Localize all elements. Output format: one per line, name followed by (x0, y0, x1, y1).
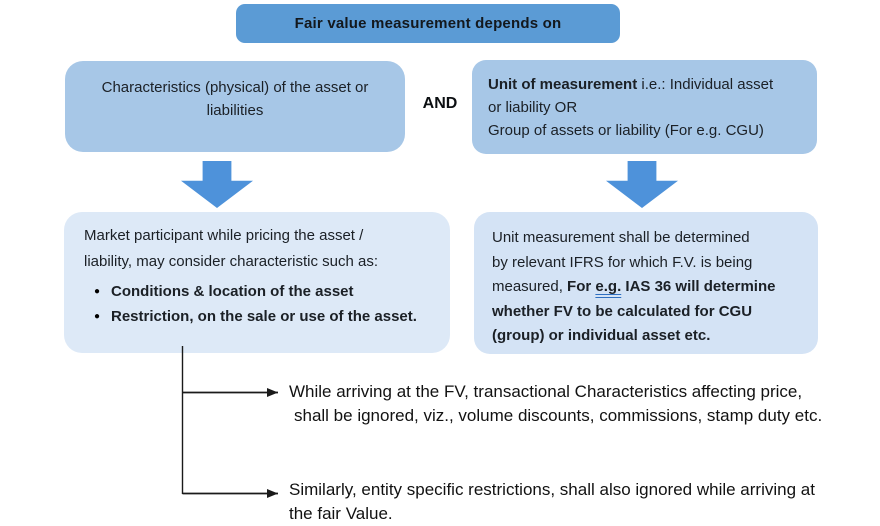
characteristic-bullet-list: ● Conditions & location of the asset ● R… (84, 280, 436, 329)
title-box: Fair value measurement depends on (236, 4, 620, 43)
unit-det-line3: measured, For e.g. IAS 36 will determine (492, 278, 776, 295)
down-arrow-icon (606, 161, 678, 208)
bullet-icon: ● (94, 286, 101, 297)
market-intro-line1: Market participant while pricing the ass… (84, 227, 364, 244)
bullet-text: Conditions & location of the asset (111, 283, 354, 300)
unit-determination-box: Unit measurement shall be determined by … (474, 212, 818, 354)
note-line: shall be ignored, viz., volume discounts… (294, 406, 823, 425)
unit-det-line1: Unit measurement shall be determined (492, 229, 750, 246)
unit-of-measurement-box: Unit of measurement i.e.: Individual ass… (472, 60, 817, 154)
entity-restrictions-note: Similarly, entity specific restrictions,… (289, 478, 815, 526)
characteristics-box: Characteristics (physical) of the asset … (65, 61, 405, 152)
market-intro-line2: liability, may consider characteristic s… (84, 253, 378, 270)
note-line: While arriving at the FV, transactional … (289, 382, 803, 401)
unit-box-line2: or liability OR (488, 99, 578, 116)
transactional-characteristics-note: While arriving at the FV, transactional … (289, 380, 822, 428)
bullet-text: Restriction, on the sale or use of the a… (111, 307, 417, 325)
list-item: ● Conditions & location of the asset (84, 280, 436, 305)
unit-det-line5: (group) or individual asset etc. (492, 327, 711, 344)
and-label: AND (422, 95, 458, 112)
market-participant-box: Market participant while pricing the ass… (64, 212, 450, 353)
unit-det-line4: whether FV to be calculated for CGU (492, 302, 753, 320)
note-line: Similarly, entity specific restrictions,… (289, 480, 815, 499)
characteristics-text: Characteristics (physical) of the asset … (101, 79, 369, 119)
underlined-eg: e.g. (595, 278, 622, 295)
unit-box-line3: Group of assets or liability (For e.g. C… (488, 122, 764, 139)
unit-det-line2: by relevant IFRS for which F.V. is being (492, 253, 753, 271)
title-text: Fair value measurement depends on (294, 15, 562, 32)
bullet-icon: ● (94, 310, 101, 322)
note-line: the fair Value. (289, 504, 393, 523)
down-arrow-icon (181, 161, 253, 208)
unit-box-line1: Unit of measurement i.e.: Individual ass… (488, 76, 774, 93)
list-item: ● Restriction, on the sale or use of the… (84, 305, 436, 330)
